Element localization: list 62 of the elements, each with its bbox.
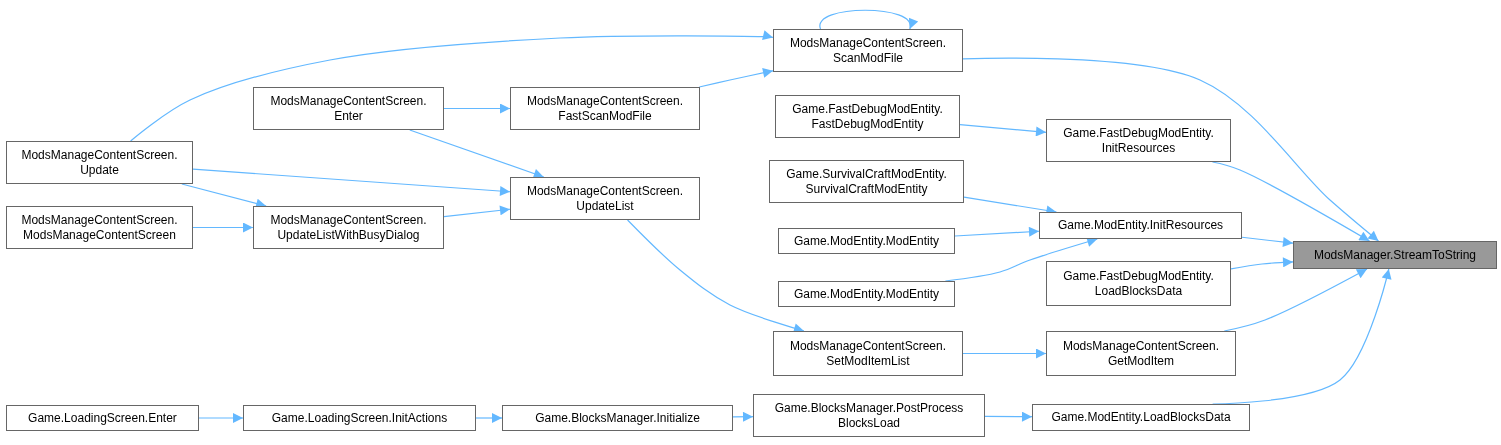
call-arrow [732,411,754,422]
function-box [6,141,193,184]
function-name: Game.BlocksManager.Initialize [535,410,700,426]
function-name: Game.FastDebugModEntity. LoadBlocksData [1063,268,1214,299]
function-name: ModsManager.StreamToString [1313,247,1477,263]
call-arrow [959,124,1047,137]
call-arrow [192,222,254,233]
function-box [510,87,700,130]
call-arrow [475,413,503,423]
function-box [775,95,960,138]
call-arrow [443,205,511,218]
function-name: Game.ModEntity.InitResources [1057,218,1224,233]
function-name: Game.LoadingScreen.InitActions [271,410,448,426]
function-name: ModsManageContentScreen. FastScanModFile [526,93,684,124]
function-box [753,394,985,437]
function-name: Game.BlocksManager.PostProcess BlocksLoad [774,400,964,431]
function-name: Game.ModEntity.ModEntity [793,286,940,302]
function-box [253,206,444,249]
call-arrow [819,9,916,30]
function-box [773,331,963,376]
function-box [773,29,963,72]
function-box [1039,212,1242,239]
function-box [253,87,444,130]
function-name: ModsManageContentScreen. Update [21,147,178,178]
function-name: Game.FastDebugModEntity. FastDebugModEntity [792,101,943,132]
function-box [1046,331,1236,376]
function-box [769,160,964,203]
function-box [1046,119,1231,162]
function-name: ModsManageContentScreen. ModsManageContentScreen [21,212,178,243]
function-name: ModsManageContentScreen. UpdateListWithBusyDialog [270,212,427,243]
call-arrow [409,129,545,179]
function-name: ModsManageContentScreen. Enter [270,93,427,124]
function-name: ModsManageContentScreen. UpdateList [526,183,684,214]
call-arrow [130,30,774,142]
function-box [778,281,955,307]
function-box [243,405,476,431]
function-name: Game.ModEntity.ModEntity [793,233,940,249]
call-arrow [984,411,1033,422]
function-box [1032,404,1250,431]
function-name: Game.ModEntity.LoadBlocksData [1051,410,1231,425]
function-box [6,405,199,431]
call-arrow [698,68,774,88]
highlighted-function-box [1293,241,1497,269]
function-box [1046,261,1231,306]
call-arrow [954,226,1040,237]
function-name: ModsManageContentScreen. ScanModFile [789,35,947,66]
call-arrow [443,103,511,114]
function-name: Game.SurvivalCraftModEntity. SurvivalCraftModEntity [786,166,947,197]
function-box [778,228,955,254]
function-box [510,177,700,220]
call-arrow [962,348,1047,359]
call-arrow [1230,257,1294,270]
function-name: Game.FastDebugModEntity. InitResources [1063,125,1214,156]
call-arrow [962,57,1380,242]
function-name: Game.LoadingScreen.Enter [28,410,177,426]
function-name: ModsManageContentScreen. GetModItem [1062,338,1220,369]
function-box [502,405,733,431]
function-box [6,206,193,249]
call-arrow [1241,236,1294,247]
call-arrow [192,168,511,196]
call-arrow [198,413,244,423]
function-name: ModsManageContentScreen. SetModItemList [789,338,947,369]
